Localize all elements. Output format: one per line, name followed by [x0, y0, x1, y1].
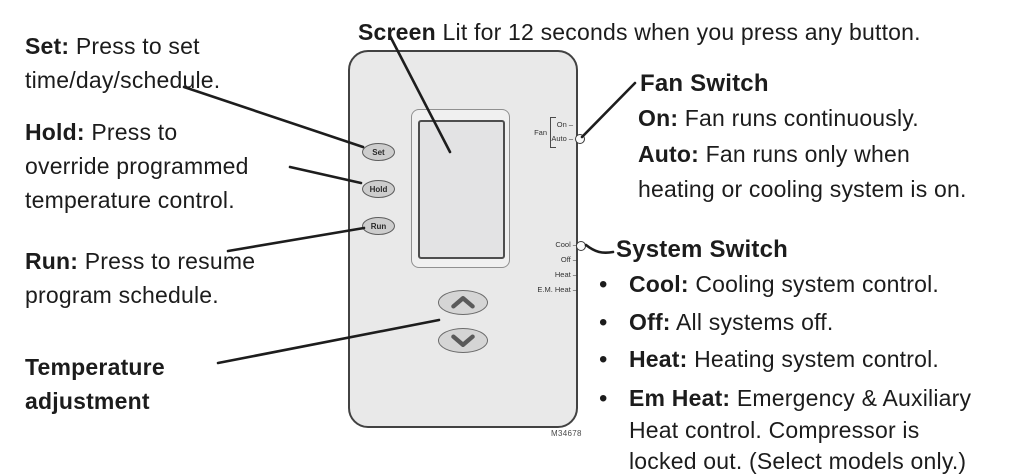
chevron-down-icon	[451, 334, 475, 347]
screen-note: Screen Lit for 12 seconds when you press…	[358, 15, 921, 49]
callout-set: Set: Press to set time/day/schedule.	[25, 33, 221, 93]
chevron-up-icon	[451, 296, 475, 309]
set-button: Set	[362, 143, 395, 161]
callout-hold: Hold: Press to override programmed tempe…	[25, 119, 249, 213]
fan-position-on: On –	[556, 120, 573, 129]
hold-button: Hold	[362, 180, 395, 198]
bullet-icon: •	[599, 271, 608, 298]
device-screen	[418, 120, 505, 259]
fan-switch-line-auto: Auto: Fan runs only when	[638, 141, 910, 167]
bullet-icon: •	[599, 309, 608, 336]
screen-note-text: Lit for 12 seconds when you press any bu…	[435, 19, 921, 45]
temp-up-button	[438, 290, 488, 315]
set-label: Set:	[25, 33, 70, 59]
fan-switch-knob	[575, 134, 585, 144]
bullet-icon: •	[599, 346, 608, 373]
run-button: Run	[362, 217, 395, 235]
callout-temperature-adjustment: Temperature adjustment	[25, 354, 165, 414]
fan-switch-heading: Fan Switch	[640, 70, 769, 97]
hold-label: Hold:	[25, 119, 85, 145]
system-item-heat: •Heat: Heating system control.	[599, 346, 940, 373]
system-position-off: Off –	[560, 255, 577, 264]
fan-bracket	[550, 117, 556, 148]
fan-switch-line-wrap: heating or cooling system is on.	[638, 176, 967, 202]
fan-switch-line-on: On: Fan runs continuously.	[638, 105, 919, 131]
system-item-em-heat-wrap-2: locked out. (Select models only.)	[629, 448, 967, 474]
fan-bracket-label: Fan	[534, 128, 547, 137]
model-number: M34678	[551, 429, 582, 438]
line-to-fan-switch	[580, 81, 637, 139]
line-to-system-switch	[584, 243, 615, 255]
bullet-icon: •	[599, 385, 608, 412]
system-position-em-heat: E.M. Heat –	[537, 285, 577, 294]
fan-position-auto: Auto –	[551, 134, 573, 143]
run-label: Run:	[25, 248, 79, 274]
system-position-heat: Heat –	[554, 270, 577, 279]
system-switch-knob	[576, 241, 586, 251]
system-item-cool: •Cool: Cooling system control.	[599, 271, 939, 298]
callout-run: Run: Press to resume program schedule.	[25, 248, 256, 308]
temp-down-button	[438, 328, 488, 353]
system-item-em-heat: •Em Heat: Emergency & Auxiliary	[599, 385, 972, 412]
system-position-cool: Cool –	[555, 240, 577, 249]
system-item-em-heat-wrap-1: Heat control. Compressor is	[629, 417, 920, 443]
system-item-off: •Off: All systems off.	[599, 309, 834, 336]
screen-note-label: Screen	[358, 19, 436, 45]
system-switch-heading: System Switch	[616, 236, 788, 263]
